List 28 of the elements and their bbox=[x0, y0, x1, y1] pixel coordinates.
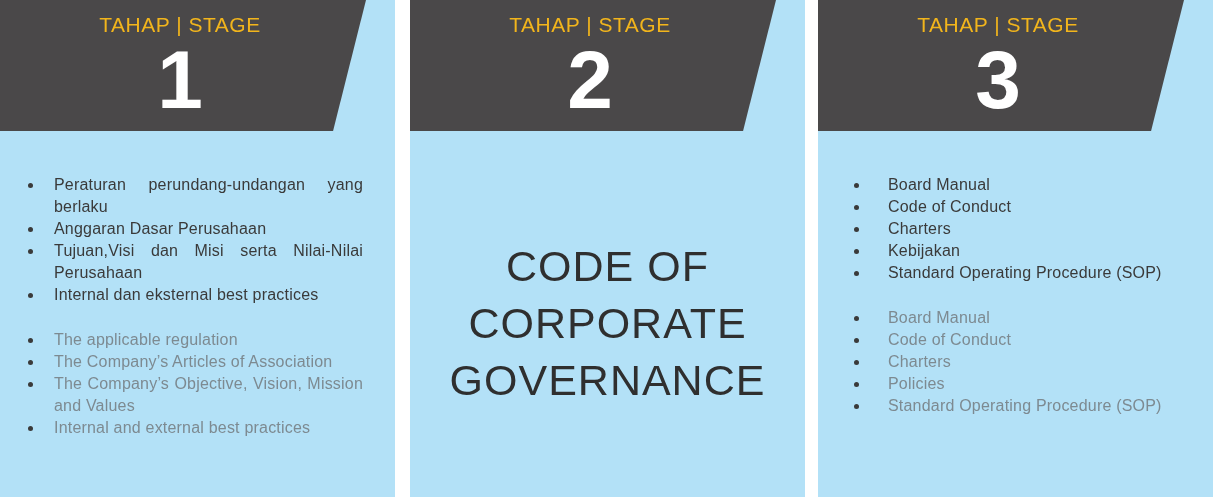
stage-title: TAHAP | STAGE bbox=[98, 13, 262, 37]
bullet-item: Peraturan perundang-undangan yang berlaku bbox=[54, 176, 363, 215]
stage-panel bbox=[410, 0, 805, 497]
stage-panel bbox=[818, 0, 1213, 497]
bullet-item: Standard Operating Procedure (SOP) bbox=[888, 264, 1162, 281]
bullet-item: The Company’s Objective, Vision, Mission and Values bbox=[54, 375, 363, 414]
bullet-item: Internal and external best practices bbox=[54, 419, 311, 436]
stage-title: TAHAP | STAGE bbox=[916, 13, 1080, 37]
bullet-item: Code of Conduct bbox=[888, 331, 1012, 348]
bullet-item: The Company’s Articles of Association bbox=[54, 353, 333, 370]
bullet-item: Kebijakan bbox=[888, 242, 961, 259]
bullet-item: Charters bbox=[888, 353, 951, 370]
stage-header bbox=[0, 0, 366, 131]
bullet-item: Policies bbox=[888, 375, 945, 392]
stage-panel bbox=[0, 0, 395, 497]
bullet-item: Charters bbox=[888, 220, 951, 237]
bullet-item: Internal dan eksternal best practices bbox=[54, 286, 319, 303]
stage-header bbox=[818, 0, 1184, 131]
stage-header bbox=[410, 0, 776, 131]
bullet-item: Board Manual bbox=[888, 176, 991, 193]
bullet-item: The applicable regulation bbox=[54, 331, 238, 348]
bullet-item: Anggaran Dasar Perusahaan bbox=[54, 220, 267, 237]
bullet-item: Code of Conduct bbox=[888, 198, 1012, 215]
stage-heading: CODE OF CORPORATE GOVERNANCE bbox=[448, 241, 767, 406]
bullet-item: Board Manual bbox=[888, 309, 991, 326]
bullet-item: Standard Operating Procedure (SOP) bbox=[888, 397, 1162, 414]
bullet-item: Tujuan,Visi dan Misi serta Nilai-Nilai Perusahaan bbox=[54, 242, 363, 281]
stage-title: TAHAP | STAGE bbox=[508, 13, 672, 37]
